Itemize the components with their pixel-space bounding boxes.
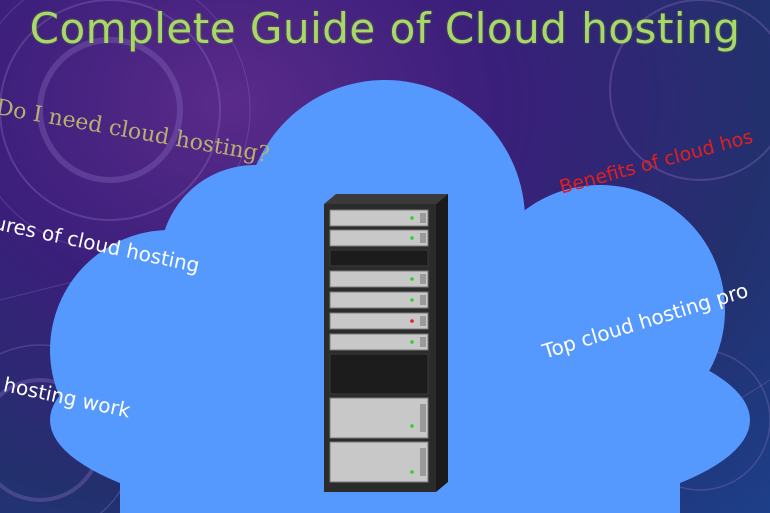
server-unit bbox=[329, 312, 429, 330]
vent-panel bbox=[329, 353, 429, 395]
page-title: Complete Guide of Cloud hosting bbox=[29, 4, 741, 53]
server-rack-icon bbox=[324, 194, 448, 492]
server-unit bbox=[329, 229, 429, 247]
vent-panel bbox=[329, 249, 429, 267]
server-unit bbox=[329, 333, 429, 351]
server-unit bbox=[329, 270, 429, 288]
server-unit bbox=[329, 291, 429, 309]
server-unit-large bbox=[329, 441, 429, 483]
server-unit-large bbox=[329, 397, 429, 439]
server-unit bbox=[329, 209, 429, 227]
